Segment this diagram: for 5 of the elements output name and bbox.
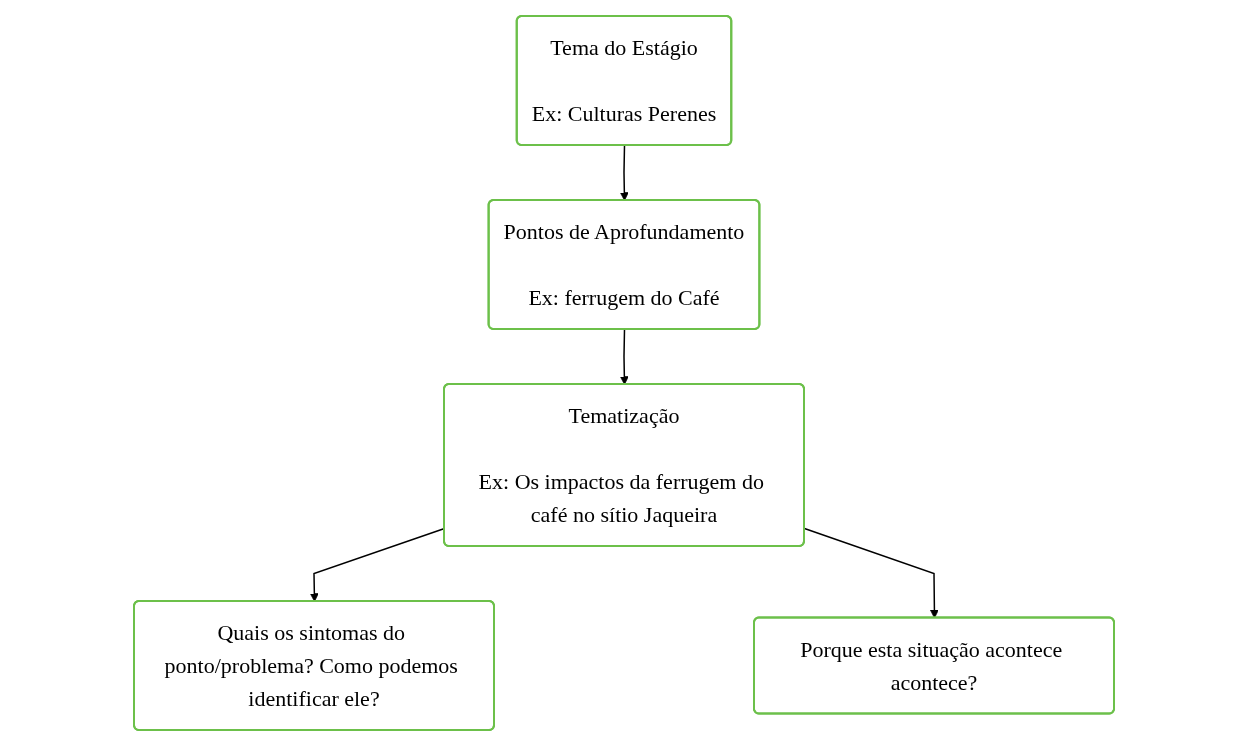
node-text: Tematização Ex: Os impactos da ferrugem do café no sítio Jaqueira bbox=[478, 403, 764, 527]
node-text: Quais os sintomas do ponto/problema? Como podemos identificar ele? bbox=[164, 620, 458, 711]
arrow bbox=[803, 527, 939, 619]
arrow bbox=[619, 328, 629, 385]
arrow bbox=[619, 144, 629, 201]
